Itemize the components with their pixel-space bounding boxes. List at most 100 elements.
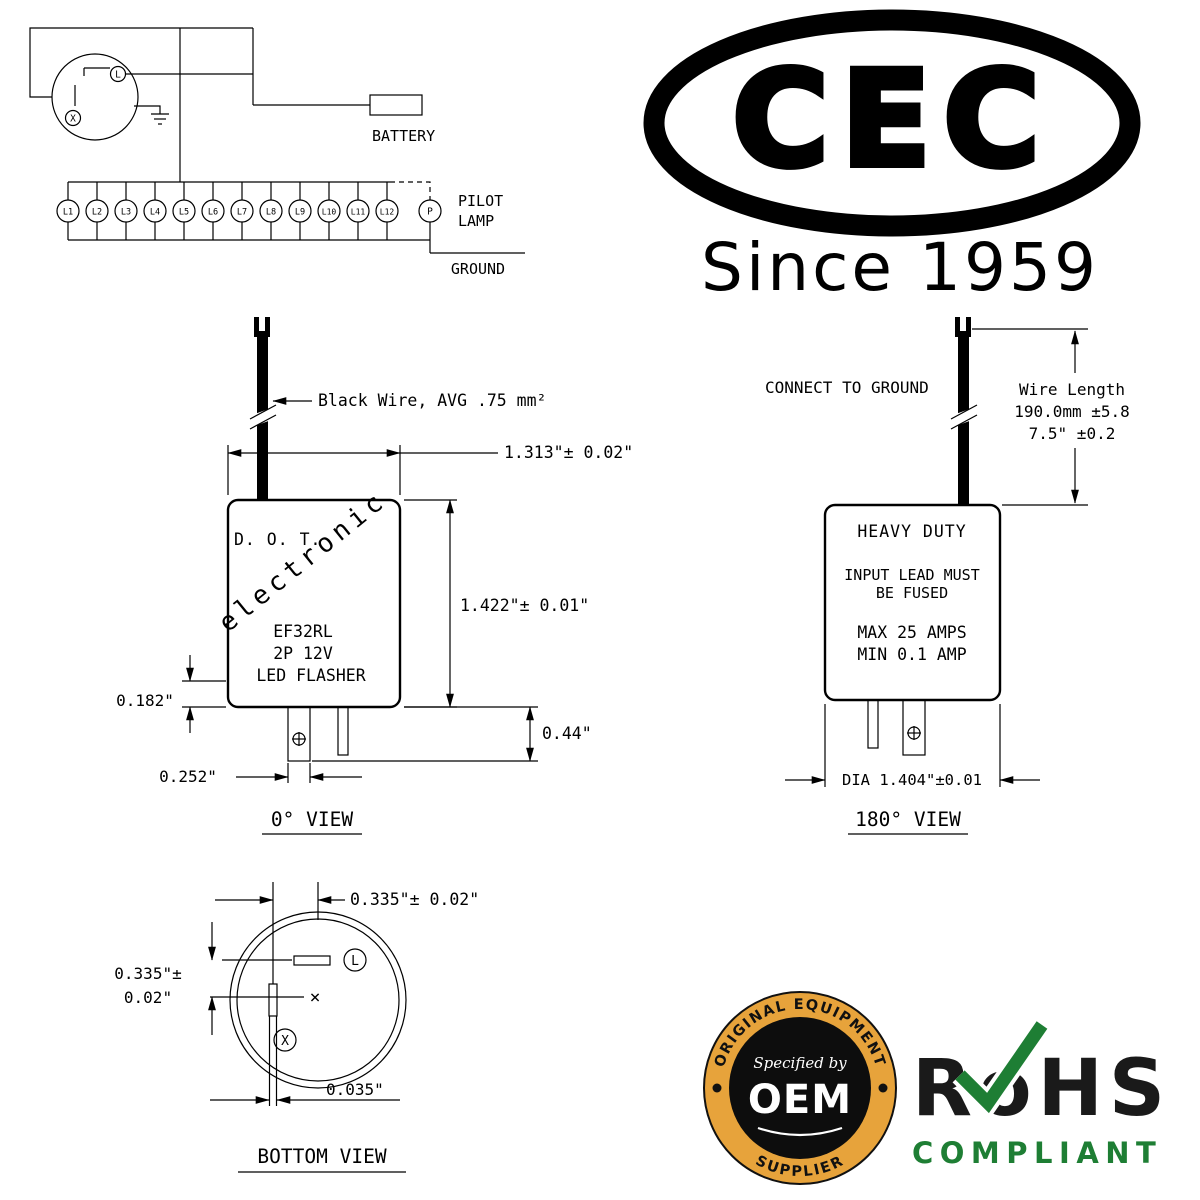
ground-label: GROUND bbox=[451, 260, 505, 278]
lamp-label: L6 bbox=[208, 208, 218, 218]
terminal-slot-horizontal bbox=[293, 955, 331, 966]
wire-length-dimension: Wire Length 190.0mm ±5.8 7.5" ±0.2 bbox=[972, 328, 1130, 506]
flasher-body-outline bbox=[226, 498, 402, 709]
pin-length-label: 0.44" bbox=[542, 724, 592, 743]
logo-text: CEC bbox=[732, 43, 1052, 197]
vertical-offset-label-1: 0.335"± bbox=[114, 964, 181, 983]
front-view-caption: 0° VIEW bbox=[271, 808, 353, 831]
oem-underline-arc bbox=[757, 1126, 843, 1137]
terminal-slot-vertical bbox=[268, 983, 278, 1017]
lamp-label: L9 bbox=[295, 208, 305, 218]
ground-note: CONNECT TO GROUND bbox=[765, 378, 929, 397]
pilot-terminal: P bbox=[427, 207, 433, 218]
body-type-marking: LED FLASHER bbox=[256, 666, 365, 685]
oem-right-dot-icon bbox=[878, 1083, 888, 1093]
lamp-label: L10 bbox=[322, 208, 337, 217]
terminal-l-ring bbox=[343, 948, 367, 972]
oem-name: OEM bbox=[748, 1077, 852, 1123]
oem-script-text: Specified by bbox=[753, 1054, 847, 1072]
lamp-label: L12 bbox=[380, 208, 395, 217]
lamp-label: L8 bbox=[266, 208, 276, 218]
body-max-amps: MAX 25 AMPS bbox=[857, 623, 966, 642]
terminal-x-label: X bbox=[281, 1034, 289, 1049]
horizontal-offset-dimension: 0.335"± 0.02" bbox=[215, 882, 479, 984]
oem-badge: ORIGINAL EQUIPMENT SUPPLIER Specified by… bbox=[703, 991, 897, 1185]
lamp-label: L4 bbox=[150, 208, 160, 218]
rohs-compliant: COMPLIANT bbox=[912, 1136, 1162, 1170]
pilot-label-2: LAMP bbox=[458, 212, 494, 230]
body-dot-marking: D. O. T. bbox=[234, 530, 321, 549]
lamp-connectors bbox=[67, 182, 388, 240]
wire-length-label-3: 7.5" ±0.2 bbox=[1029, 424, 1116, 443]
body-fuse-note-1: INPUT LEAD MUST bbox=[844, 566, 979, 584]
lamp-label: L5 bbox=[179, 208, 189, 218]
width-dimension: 1.313"± 0.02" bbox=[227, 443, 633, 495]
oem-left-dot-icon bbox=[712, 1083, 722, 1093]
logo-oval-icon bbox=[643, 9, 1141, 237]
body-fuse-note-2: BE FUSED bbox=[876, 584, 948, 602]
oem-black-disc bbox=[729, 1017, 871, 1159]
lamps: L1 L2 L3 L4 L5 L6 L7 L8 L9 L10 bbox=[56, 199, 399, 223]
slot-width-label: 0.035" bbox=[326, 1080, 384, 1099]
wire-note: Black Wire, AVG .75 mm² bbox=[318, 391, 546, 410]
body-voltage-marking: 2P 12V bbox=[273, 644, 333, 663]
pin-width-label: 0.252" bbox=[159, 767, 217, 786]
terminal-x-ring bbox=[273, 1028, 297, 1052]
bottom-view-drawing: L X × 0.335"± 0.02" 0.335"± 0.02" bbox=[114, 882, 479, 1173]
rivet-mark-icon bbox=[292, 732, 306, 746]
terminal-l-label: L bbox=[351, 954, 359, 969]
pilot-label-1: PILOT bbox=[458, 192, 503, 210]
checkmark-icon bbox=[955, 1021, 1048, 1114]
rohs-name: RoHS bbox=[912, 1044, 1171, 1134]
diameter-dimension: DIA 1.404"±0.01 bbox=[785, 704, 1040, 789]
lead-offset-label: 0.182" bbox=[116, 691, 174, 710]
lamp-label: L3 bbox=[121, 208, 131, 218]
diameter-label: DIA 1.404"±0.01 bbox=[842, 771, 982, 789]
flasher-terminal-l: L bbox=[115, 70, 121, 81]
brand-logo: CEC Since 1959 bbox=[643, 9, 1141, 305]
lamp-label: L2 bbox=[92, 208, 102, 218]
rohs-logo: RoHS COMPLIANT bbox=[912, 1019, 1171, 1170]
lamp-bank: L1 L2 L3 L4 L5 L6 L7 L8 L9 L10 bbox=[56, 181, 399, 241]
pin-narrow bbox=[867, 699, 879, 749]
pin-length-dimension: 0.44" bbox=[312, 706, 592, 762]
vertical-offset-label-2: 0.02" bbox=[124, 988, 172, 1007]
wire-length-label-1: Wire Length bbox=[1019, 380, 1125, 399]
battery-label: BATTERY bbox=[372, 127, 435, 145]
body-min-amps: MIN 0.1 AMP bbox=[857, 645, 966, 664]
lamp-label: L11 bbox=[351, 208, 366, 217]
flasher-terminal-x: X bbox=[70, 114, 76, 125]
body-heavy-duty: HEAVY DUTY bbox=[857, 522, 966, 541]
spade-terminal-icon bbox=[254, 317, 270, 337]
height-dimension: 1.422"± 0.01" bbox=[404, 499, 589, 708]
lamp-label: L1 bbox=[63, 208, 73, 218]
front-view-drawing: Black Wire, AVG .75 mm² D. O. T. electro… bbox=[116, 317, 633, 835]
wire-length-label-2: 190.0mm ±5.8 bbox=[1014, 402, 1130, 421]
wiring-diagram: L X BATTERY bbox=[29, 27, 525, 278]
pilot-lamp-branch: P PILOT LAMP GROUND bbox=[390, 181, 525, 278]
center-mark: × bbox=[310, 987, 321, 1008]
pin-width-dimension: 0.252" bbox=[159, 763, 362, 786]
lamp-label: L7 bbox=[237, 208, 247, 218]
wire-break-icon bbox=[249, 404, 277, 430]
lead-offset-dimension: 0.182" bbox=[116, 655, 226, 733]
back-view-drawing: CONNECT TO GROUND Wire Length 190.0mm ±5… bbox=[765, 317, 1130, 835]
wire-break-icon bbox=[950, 404, 978, 430]
height-dim-label: 1.422"± 0.01" bbox=[460, 596, 589, 615]
rivet-mark-icon bbox=[907, 726, 921, 740]
ground-symbol-icon bbox=[134, 105, 169, 125]
pin-wide bbox=[902, 699, 926, 756]
pin-wide bbox=[287, 706, 311, 762]
wiring-wires bbox=[29, 27, 370, 182]
spade-terminal-icon bbox=[955, 317, 971, 337]
vertical-offset-dimension: 0.335"± 0.02" bbox=[114, 922, 304, 1035]
pin-narrow bbox=[337, 706, 349, 756]
back-view-caption: 180° VIEW bbox=[855, 808, 961, 831]
bottom-view-caption: BOTTOM VIEW bbox=[257, 1145, 386, 1168]
horizontal-offset-label: 0.335"± 0.02" bbox=[350, 890, 479, 909]
slot-width-dimension: 0.035" bbox=[210, 1016, 400, 1106]
brand-tagline: Since 1959 bbox=[701, 229, 1099, 305]
battery-box: BATTERY bbox=[369, 94, 435, 145]
body-model-marking: EF32RL bbox=[273, 622, 333, 641]
